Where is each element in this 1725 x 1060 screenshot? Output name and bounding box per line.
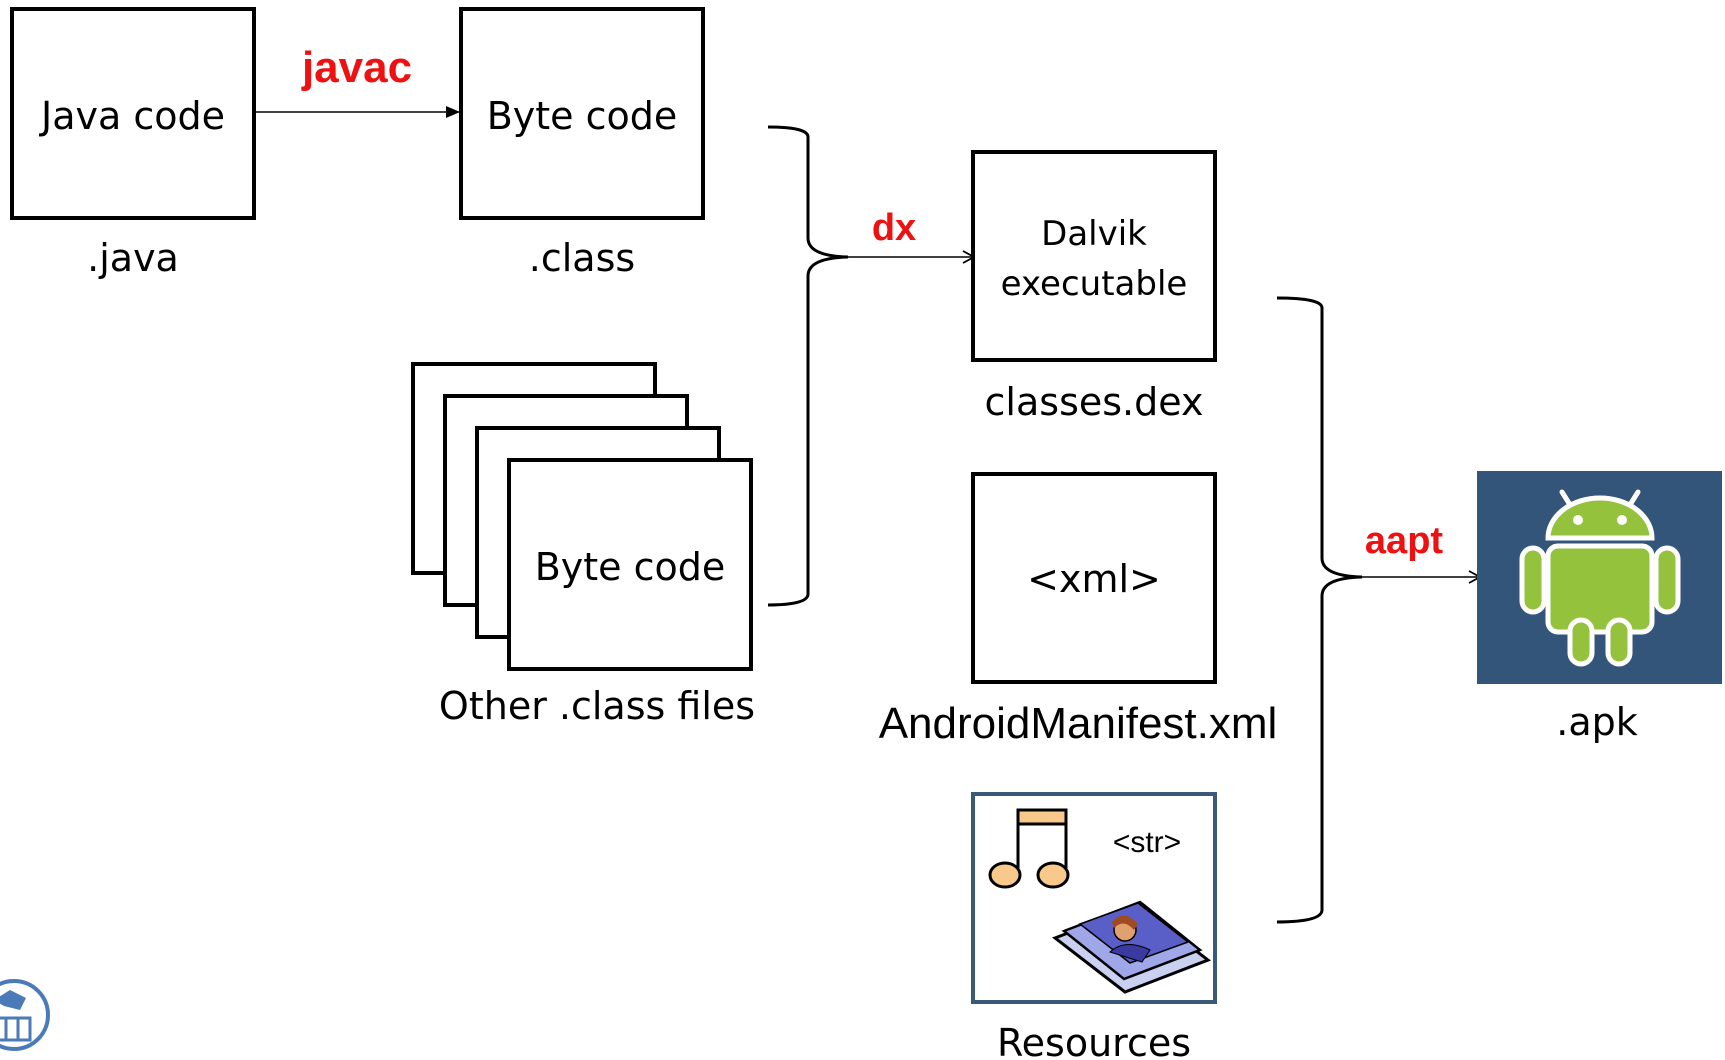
java-code-node: Java code .java (10, 7, 256, 280)
xml-label: <xml> (1027, 557, 1161, 601)
other-byte-code-label: Byte code (535, 545, 726, 589)
javac-tool-label: javac (301, 43, 412, 92)
java-code-label: Java code (39, 94, 225, 138)
apk-inputs-brace (1276, 296, 1363, 924)
aapt-tool-label: aapt (1365, 520, 1443, 562)
resources-caption: Resources (997, 1021, 1191, 1060)
music-note-icon (988, 808, 1070, 889)
manifest-node: <xml> AndroidManifest.xml (879, 472, 1278, 748)
java-code-box (10, 7, 256, 220)
str-label: <str> (1113, 826, 1181, 859)
android-eye-left (1573, 515, 1583, 525)
dalvik-box (971, 150, 1217, 362)
manifest-caption: AndroidManifest.xml (879, 699, 1278, 748)
android-robot-icon (1519, 489, 1681, 667)
other-class-caption: Other .class files (439, 684, 755, 728)
photo-stack-icon (1051, 900, 1212, 994)
byte-code-node: Byte code .class (459, 7, 705, 280)
university-seal-icon (0, 979, 50, 1051)
byte-code-label: Byte code (487, 94, 678, 138)
apk-caption: .apk (1556, 700, 1638, 744)
dalvik-label-line2: executable (1001, 264, 1188, 304)
classes-dex-caption: classes.dex (985, 380, 1204, 424)
class-files-brace (767, 125, 849, 607)
other-class-files-node: Byte code Other .class files (411, 362, 755, 728)
stacked-file-4 (507, 458, 753, 671)
byte-code-box (459, 7, 705, 220)
class-caption: .class (529, 236, 635, 280)
apk-node: .apk (1477, 471, 1722, 744)
dx-tool-label: dx (872, 207, 916, 249)
resources-node: <str> Resources (971, 792, 1217, 1060)
manifest-box (971, 472, 1217, 684)
android-eye-right (1617, 515, 1627, 525)
java-caption: .java (87, 236, 179, 280)
dalvik-label-line1: Dalvik (1041, 214, 1147, 254)
dalvik-executable-node: Dalvik executable classes.dex (971, 150, 1217, 424)
